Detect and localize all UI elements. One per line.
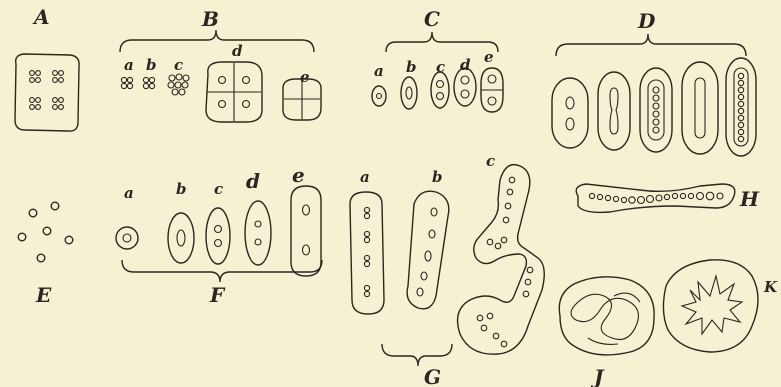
label-b-c: c	[174, 56, 183, 74]
group-d: D	[552, 9, 756, 156]
label-a: A	[32, 5, 50, 29]
label-f-d: d	[246, 169, 260, 193]
group-j: J	[559, 277, 654, 387]
label-h: H	[739, 187, 760, 211]
group-g: a b c	[350, 152, 544, 387]
label-g-c: c	[486, 152, 495, 170]
cell-f-d	[245, 201, 271, 265]
label-b-d: d	[232, 42, 243, 60]
cell-f-a	[116, 227, 138, 249]
cell-c-a	[372, 86, 386, 106]
spores-b-a	[121, 77, 132, 88]
group-k: K	[663, 260, 778, 352]
brace-d	[556, 34, 746, 56]
coil-j	[571, 293, 640, 344]
cell-j	[559, 277, 654, 355]
label-j: J	[590, 365, 605, 387]
group-b: B a b c d e	[120, 7, 321, 122]
brace-b	[120, 30, 314, 52]
cell-f-b	[168, 213, 194, 263]
label-c-a: a	[374, 62, 384, 80]
label-f-a: a	[124, 184, 134, 202]
cell-k	[663, 260, 758, 352]
label-k: K	[763, 278, 778, 296]
cell-d-1	[552, 78, 588, 148]
cells-e	[18, 202, 73, 262]
cell-d-5	[726, 58, 756, 156]
cell-cluster-a	[15, 54, 79, 131]
tetrad-b-e	[283, 79, 321, 120]
label-c-d: d	[460, 56, 471, 74]
cell-f-c	[206, 208, 230, 264]
label-c: C	[424, 7, 440, 31]
label-g-a: a	[360, 168, 370, 186]
brace-g	[382, 344, 452, 366]
spores-h	[589, 192, 723, 203]
label-f-e: e	[292, 163, 305, 187]
group-c: C a b c d e	[372, 7, 503, 112]
spores-a	[30, 71, 64, 110]
tetrad-b-d	[206, 62, 262, 122]
cell-c-c	[431, 72, 449, 108]
group-f: a b c d e F	[116, 163, 322, 307]
label-f-b: b	[176, 180, 187, 198]
label-b-a: a	[124, 56, 134, 74]
filament-g-a	[350, 192, 384, 314]
spores-b-b	[143, 77, 154, 88]
cell-c-b	[401, 77, 417, 109]
label-c-b: b	[406, 58, 417, 76]
label-f: F	[209, 283, 226, 307]
label-b: B	[201, 7, 219, 31]
crystal-k	[682, 276, 742, 334]
cell-f-e	[291, 186, 321, 276]
filament-g-b	[407, 191, 449, 309]
label-c-e: e	[484, 48, 494, 66]
group-a: A	[15, 5, 79, 131]
label-g: G	[424, 365, 441, 387]
label-d: D	[637, 9, 656, 33]
cell-c-e	[481, 68, 503, 112]
label-b-b: b	[146, 56, 157, 74]
label-f-c: c	[214, 180, 223, 198]
spores-b-c	[168, 74, 189, 95]
label-g-b: b	[432, 168, 443, 186]
coiled-filament-g-c	[458, 165, 545, 355]
group-h: H	[576, 184, 760, 212]
label-b-e: e	[300, 68, 310, 86]
cell-d-2	[598, 72, 630, 150]
cell-d-4	[682, 62, 718, 154]
group-e: E	[18, 202, 73, 307]
cell-d-3	[640, 68, 672, 152]
brace-c	[386, 32, 498, 52]
label-e: E	[35, 283, 52, 307]
